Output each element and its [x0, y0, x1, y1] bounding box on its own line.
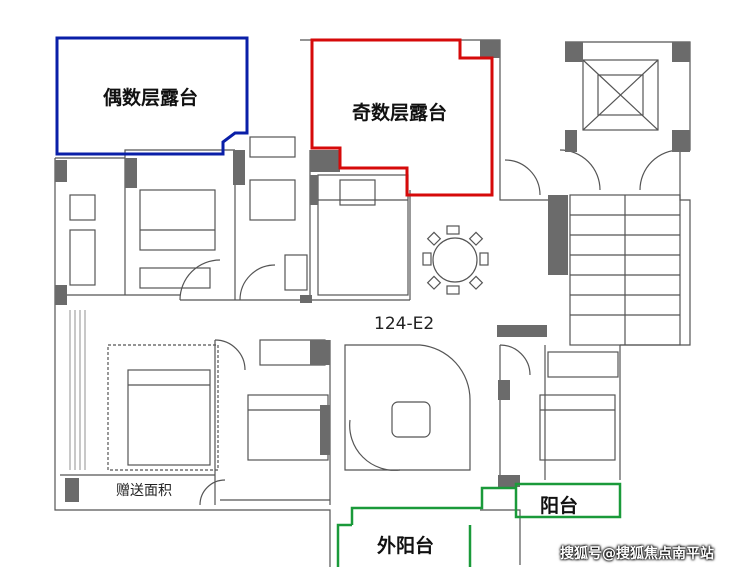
plan-code: 124-E2 — [374, 314, 435, 334]
outer-wall-left — [54, 158, 331, 567]
stair-core-outline — [565, 41, 691, 346]
balcony-outline — [514, 482, 622, 519]
even-terrace-label: 偶数层露台 — [103, 87, 199, 109]
gift-area-label: 赠送面积 — [116, 483, 172, 499]
outer-balcony-label: 外阳台 — [377, 535, 435, 557]
even-terrace-outline — [55, 36, 249, 156]
watermark: 搜狐号@搜狐焦点南平站 — [560, 546, 714, 562]
outer-balcony-outline-left — [336, 523, 352, 567]
odd-terrace-label: 奇数层露台 — [352, 102, 448, 124]
outer-wall-bottom-right — [480, 509, 521, 565]
outer-balcony-outline-top — [350, 486, 516, 525]
odd-terrace-outline — [310, 38, 494, 197]
balcony-label: 阳台 — [540, 495, 579, 517]
